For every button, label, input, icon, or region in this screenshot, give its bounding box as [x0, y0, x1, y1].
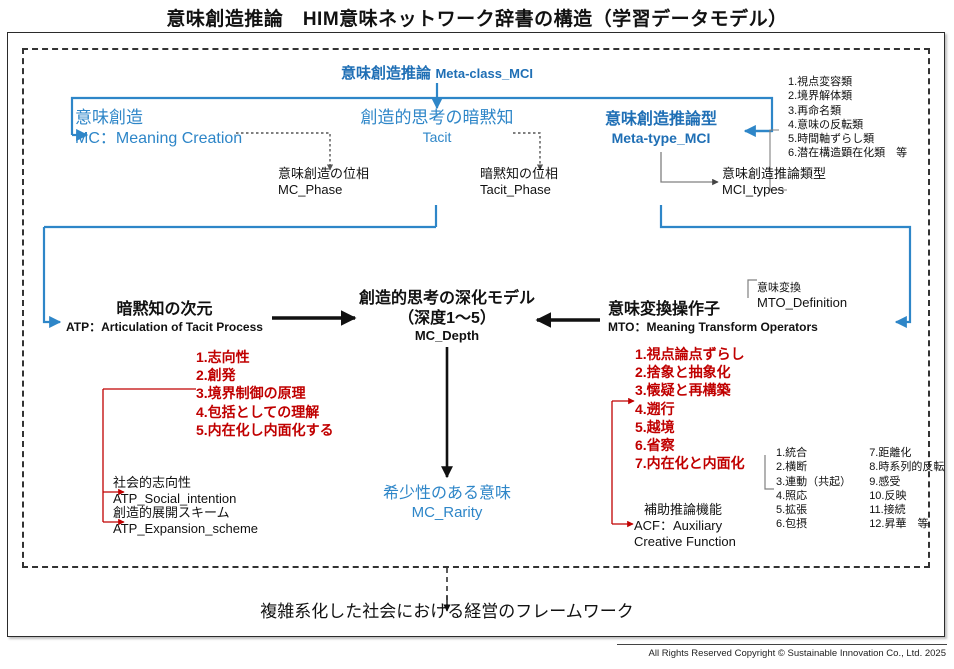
atp-expansion-en: ATP_Expansion_scheme	[113, 520, 259, 536]
mto-en: MTO：Meaning Transform Operators	[608, 319, 818, 334]
mto-operator-item: 2.捨象と抽象化	[635, 364, 731, 381]
atp-principle-item: 2.創発	[196, 367, 236, 384]
tacit-phase-ja: 暗黙知の位相	[480, 166, 559, 181]
tacit-phase-node: 暗黙知の位相 Tacit_Phase	[480, 166, 558, 198]
acf-ja: 補助推論機能	[644, 502, 723, 517]
mto-definition-node: 意味変換 MTO_Definition	[757, 282, 847, 311]
mci-type-item: 4.意味の反転類	[788, 118, 864, 131]
meta-type-en: Meta-type_MCI	[611, 129, 711, 146]
mc-phase-en: MC_Phase	[278, 181, 343, 197]
acf-function-item: 9.感受	[869, 475, 901, 488]
tacit-node: 創造的思考の暗黙知 Tacit	[361, 108, 514, 146]
atp-social-ja: 社会的志向性	[113, 475, 192, 490]
mc-ja: 意味創造	[75, 108, 143, 127]
mci-type-item: 6.潜在構造顕在化類 等	[788, 147, 908, 160]
mto-operator-item: 3.懐疑と再構築	[635, 382, 731, 399]
acf-function-col-left: 1.統合 2.横断 3.連動（共起） 4.照応 5.拡張 6.包摂	[776, 446, 851, 532]
mto-operator-list: 1.視点論点ずらし 2.捨象と抽象化 3.懐疑と再構築 4.遡行 5.越境 6.…	[635, 345, 745, 472]
meta-type-node: 意味創造推論型 Meta-type_MCI	[605, 110, 717, 147]
mci-types-node: 意味創造推論類型 MCI_types	[722, 166, 826, 198]
mto-operator-item: 6.省察	[635, 436, 675, 453]
mc-phase-node: 意味創造の位相 MC_Phase	[278, 166, 369, 198]
mci-types-ja: 意味創造推論類型	[722, 166, 827, 181]
tacit-phase-en: Tacit_Phase	[480, 181, 551, 197]
mto-operator-item: 5.越境	[635, 418, 675, 435]
atp-expansion-ja: 創造的展開スキーム	[113, 505, 230, 520]
acf-function-item: 4.照応	[776, 489, 808, 502]
footer-divider	[617, 644, 947, 645]
meta-class-ja: 意味創造推論	[340, 65, 432, 82]
acf-function-item: 3.連動（共起）	[776, 475, 852, 488]
acf-function-item: 8.時系列的反転	[869, 461, 945, 474]
acf-function-col-right: 7.距離化 8.時系列的反転 9.感受 10.反映 11.接続 12.昇華 等	[869, 446, 944, 532]
acf-function-item: 1.統合	[776, 447, 808, 459]
mci-type-item: 3.再命名類	[788, 104, 842, 117]
atp-principle-item: 4.包括としての理解	[196, 403, 320, 420]
acf-function-item: 2.横断	[776, 461, 808, 474]
mci-type-item: 2.境界解体類	[788, 90, 853, 103]
atp-expansion-node: 創造的展開スキーム ATP_Expansion_scheme	[113, 505, 258, 537]
atp-social-node: 社会的志向性 ATP_Social_intention	[113, 475, 236, 507]
atp-principle-item: 1.志向性	[196, 349, 250, 365]
mc-rarity-ja: 希少性のある意味	[382, 485, 512, 502]
core-en: MC_Depth	[414, 328, 480, 344]
mci-type-list: 1.視点変容類 2.境界解体類 3.再命名類 4.意味の反転類 5.時間軸ずらし…	[788, 75, 907, 161]
meta-class-label: 意味創造推論 Meta-class_MCI	[341, 64, 533, 84]
mto-ja: 意味変換操作子	[608, 301, 721, 318]
acf-en-line1: ACF：Auxiliary	[634, 517, 723, 533]
acf-function-item: 7.距離化	[869, 447, 912, 459]
core-model-node: 創造的思考の深化モデル （深度1〜5） MC_Depth	[359, 289, 535, 344]
mc-phase-ja: 意味創造の位相	[278, 166, 370, 181]
tacit-ja: 創造的思考の暗黙知	[360, 108, 514, 127]
mci-type-item: 1.視点変容類	[788, 76, 853, 88]
mc-rarity-en: MC_Rarity	[411, 503, 483, 521]
acf-function-item: 12.昇華 等	[869, 518, 929, 531]
acf-en-line2: Creative Function	[634, 533, 736, 549]
mto-definition-ja: 意味変換	[757, 282, 801, 294]
atp-principle-list: 1.志向性 2.創発 3.境界制御の原理 4.包括としての理解 5.内在化し内面…	[196, 348, 334, 439]
core-depth-ja: （深度1〜5）	[398, 309, 496, 327]
framework-label: 複雑系化した社会における経営のフレームワーク	[260, 602, 634, 621]
acf-function-item: 6.包摂	[776, 518, 808, 531]
mci-types-en: MCI_types	[722, 181, 785, 197]
mto-definition-en: MTO_Definition	[757, 295, 848, 311]
atp-en: ATP：Articulation of Tacit Process	[66, 319, 263, 334]
acf-node: 補助推論機能 ACF：Auxiliary Creative Function	[634, 502, 736, 550]
mto-operator-item: 4.遡行	[635, 400, 675, 417]
atp-social-en: ATP_Social_intention	[113, 490, 237, 506]
acf-function-item: 10.反映	[869, 489, 907, 502]
mc-node: 意味創造 MC：Meaning Creation	[75, 108, 242, 148]
copyright-notice: All Rights Reserved Copyright © Sustaina…	[648, 648, 946, 659]
meta-class-en: Meta-class_MCI	[435, 66, 534, 81]
dashed-frame	[22, 48, 930, 568]
mto-operator-item: 1.視点論点ずらし	[635, 346, 745, 362]
mto-operator-item: 7.内在化と内面化	[635, 455, 745, 472]
mc-en: MC：Meaning Creation	[75, 129, 243, 147]
core-title-ja: 創造的思考の深化モデル	[358, 290, 536, 307]
atp-principle-item: 3.境界制御の原理	[196, 385, 306, 402]
meta-type-ja: 意味創造推論型	[604, 111, 718, 128]
acf-function-item: 5.拡張	[776, 504, 808, 517]
tacit-en: Tacit	[422, 128, 452, 145]
mto-node: 意味変換操作子 MTO：Meaning Transform Operators	[608, 300, 818, 334]
mc-rarity-node: 希少性のある意味 MC_Rarity	[383, 484, 511, 522]
page-title: 意味創造推論 HIM意味ネットワーク辞書の構造（学習データモデル）	[166, 9, 788, 30]
acf-function-item: 11.接続	[869, 504, 906, 517]
mci-type-item: 5.時間軸ずらし類	[788, 133, 875, 146]
atp-ja: 暗黙知の次元	[116, 301, 213, 318]
atp-principle-item: 5.内在化し内面化する	[196, 421, 334, 438]
acf-function-list: 1.統合 2.横断 3.連動（共起） 4.照応 5.拡張 6.包摂 7.距離化 …	[776, 446, 944, 532]
atp-node: 暗黙知の次元 ATP：Articulation of Tacit Process	[66, 300, 263, 334]
